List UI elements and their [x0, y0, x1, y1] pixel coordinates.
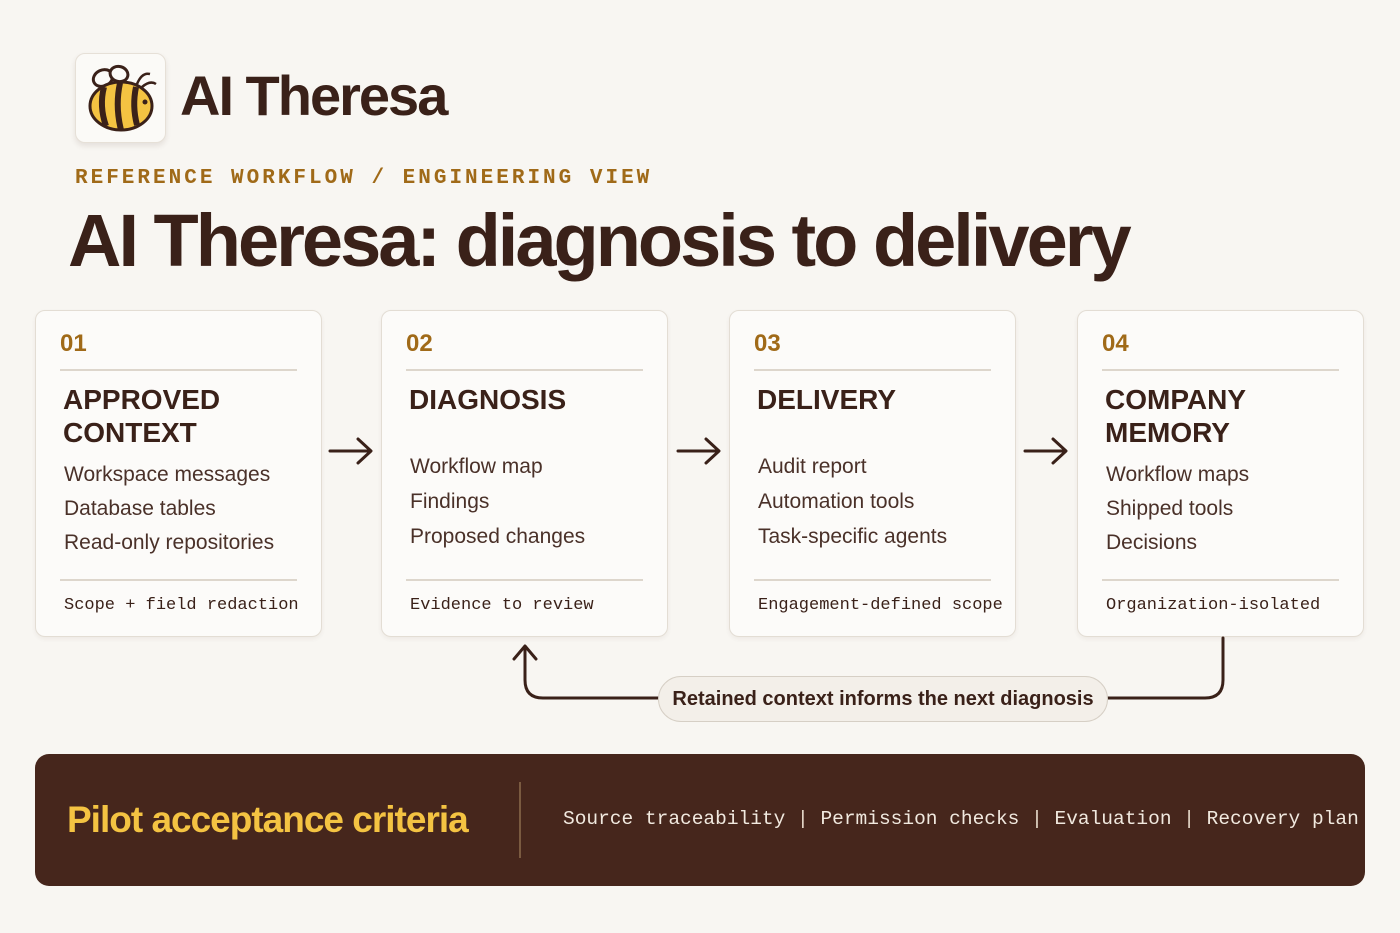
- list-item: Task-specific agents: [758, 525, 948, 548]
- pilot-criteria-bar: Pilot acceptance criteria Source traceab…: [35, 754, 1365, 886]
- divider: [519, 782, 521, 858]
- separator: |: [1031, 808, 1055, 830]
- pilot-title: Pilot acceptance criteria: [67, 799, 469, 840]
- divider: [754, 579, 991, 581]
- brand-name: AI Theresa: [180, 64, 448, 127]
- list-item: Decisions: [1106, 531, 1198, 554]
- list-item: Proposed changes: [410, 525, 586, 548]
- list-item: Findings: [410, 490, 490, 513]
- divider: [1102, 369, 1339, 371]
- divider: [60, 369, 297, 371]
- divider: [1102, 579, 1339, 581]
- list-item: Workflow maps: [1106, 463, 1250, 486]
- arrow-right-icon: [1023, 437, 1068, 465]
- separator: |: [1183, 808, 1207, 830]
- step-card-diagnosis: 02 DIAGNOSIS Workflow map Findings Propo…: [381, 310, 668, 637]
- step-number: 02: [406, 330, 433, 357]
- step-title: APPROVED CONTEXT: [63, 384, 221, 448]
- criterion: Source traceability: [563, 808, 786, 830]
- list-item: Read-only repositories: [64, 531, 275, 554]
- page-title: AI Theresa: diagnosis to delivery: [68, 199, 1132, 282]
- arrow-right-icon: [328, 437, 373, 465]
- step-card-approved-context: 01 APPROVED CONTEXT Workspace messages D…: [35, 310, 322, 637]
- list-item: Audit report: [758, 455, 867, 478]
- step-footer: Engagement-defined scope: [758, 596, 1003, 615]
- step-items: Workflow map Findings Proposed changes: [410, 449, 657, 554]
- step-items: Audit report Automation tools Task-speci…: [758, 449, 1005, 554]
- step-number: 04: [1102, 330, 1129, 357]
- divider: [406, 579, 643, 581]
- section-kicker: REFERENCE WORKFLOW / ENGINEERING VIEW: [75, 167, 653, 190]
- step-card-company-memory: 04 COMPANY MEMORY Workflow maps Shipped …: [1077, 310, 1364, 637]
- divider: [406, 369, 643, 371]
- separator: |: [797, 808, 821, 830]
- list-item: Database tables: [64, 497, 216, 520]
- step-card-delivery: 03 DELIVERY Audit report Automation tool…: [729, 310, 1016, 637]
- step-number: 03: [754, 330, 781, 357]
- divider: [60, 579, 297, 581]
- step-title: DELIVERY: [757, 384, 896, 415]
- criterion: Evaluation: [1054, 808, 1172, 830]
- arrow-right-icon: [676, 437, 721, 465]
- step-footer: Organization-isolated: [1106, 596, 1321, 615]
- feedback-loop-label: Retained context informs the next diagno…: [658, 676, 1108, 722]
- step-title: COMPANY MEMORY: [1105, 384, 1246, 448]
- bee-icon: [88, 64, 157, 132]
- step-footer: Scope + field redaction: [64, 596, 299, 615]
- list-item: Workspace messages: [64, 463, 271, 486]
- step-number: 01: [60, 330, 87, 357]
- list-item: Workflow map: [410, 455, 543, 478]
- list-item: Shipped tools: [1106, 497, 1234, 520]
- list-item: Automation tools: [758, 490, 915, 513]
- criterion: Recovery plan: [1206, 808, 1359, 830]
- step-items: Workspace messages Database tables Read-…: [64, 458, 311, 560]
- step-footer: Evidence to review: [410, 596, 594, 615]
- criteria-list: Source traceability | Permission checks …: [563, 804, 1359, 834]
- step-title: DIAGNOSIS: [409, 384, 567, 415]
- logo-badge: [75, 53, 166, 143]
- step-items: Workflow maps Shipped tools Decisions: [1106, 458, 1353, 560]
- criterion: Permission checks: [820, 808, 1020, 830]
- divider: [754, 369, 991, 371]
